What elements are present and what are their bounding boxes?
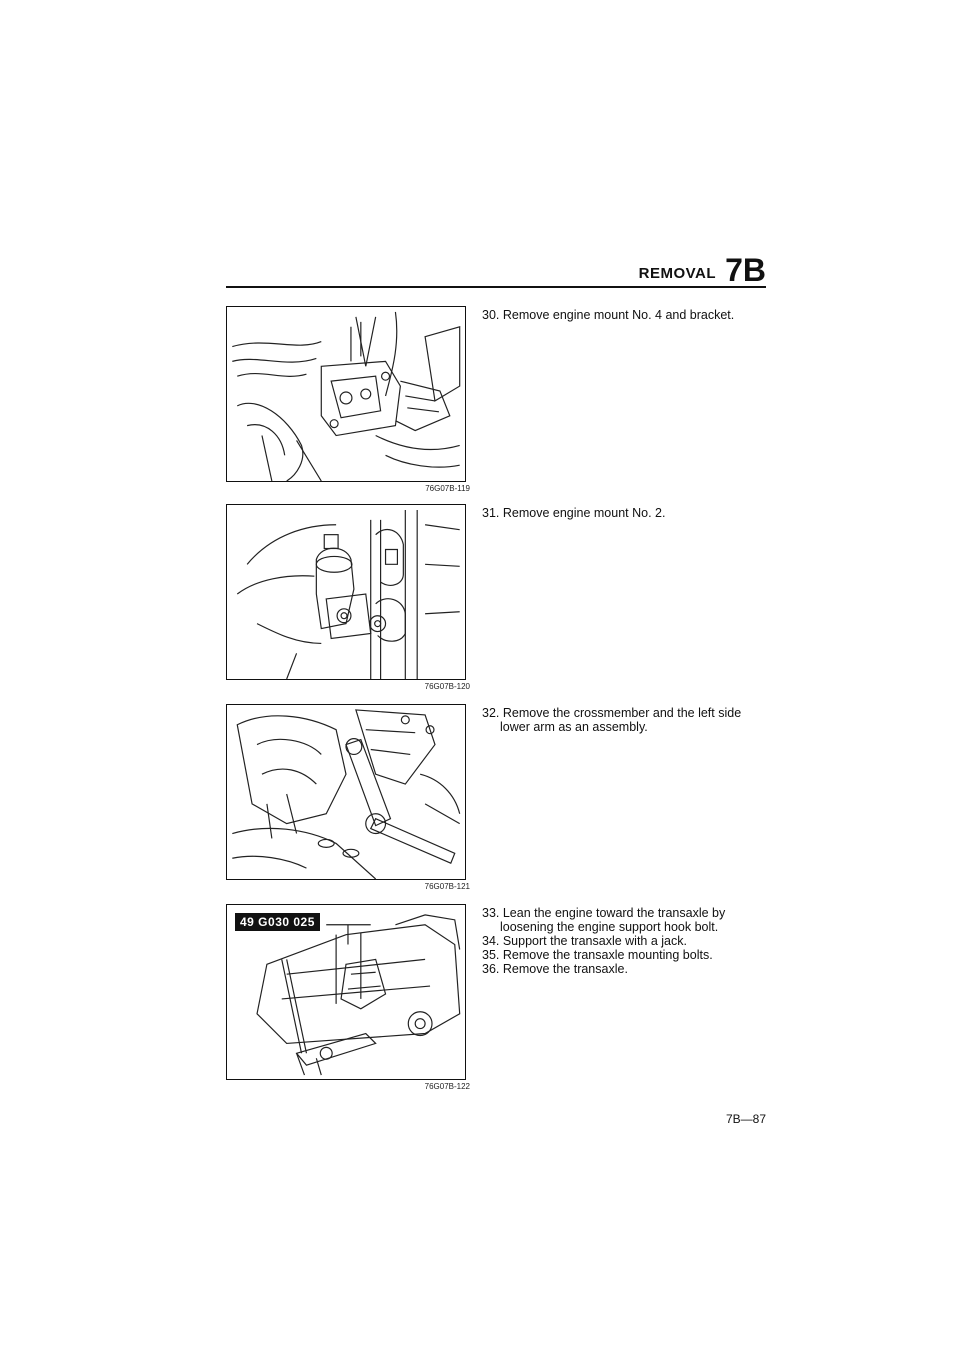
figure-engine-mount-4 <box>226 306 466 482</box>
header-section-number: 7B <box>725 252 766 288</box>
figure-caption: 76G07B-121 <box>424 882 470 891</box>
figure-caption: 76G07B-119 <box>425 484 470 493</box>
step-31: 31. Remove engine mount No. 2. <box>482 506 772 520</box>
step-33-text: 33. Lean the engine toward the transaxle… <box>482 906 726 934</box>
transaxle-support-illustration <box>256 914 461 1076</box>
special-tool-number-label: 49 G030 025 <box>235 913 320 931</box>
step-32: 32. Remove the crossmember and the left … <box>482 706 772 734</box>
page-number: 7B—87 <box>725 1112 766 1126</box>
figure-engine-mount-2 <box>226 504 466 680</box>
page-header: REMOVAL 7B <box>226 250 766 288</box>
header-title: REMOVAL <box>638 265 716 282</box>
step-35-text: 35. Remove the transaxle mounting bolts. <box>482 948 713 962</box>
step-text: 32. Remove the crossmember and the left … <box>482 706 742 734</box>
crossmember-illustration <box>232 709 461 879</box>
steps-33-36: 33. Lean the engine toward the transaxle… <box>482 906 772 976</box>
figure-caption: 76G07B-120 <box>424 682 470 691</box>
step-text: 31. Remove engine mount No. 2. <box>482 506 666 520</box>
step-34-text: 34. Support the transaxle with a jack. <box>482 934 687 948</box>
engine-mount-4-illustration <box>232 311 461 481</box>
figure-crossmember <box>226 704 466 880</box>
step-36-text: 36. Remove the transaxle. <box>482 962 628 976</box>
figure-caption: 76G07B-122 <box>424 1082 470 1091</box>
step-text: 30. Remove engine mount No. 4 and bracke… <box>482 308 735 322</box>
engine-mount-2-illustration <box>236 509 460 679</box>
figure-transaxle-support: 49 G030 025 <box>226 904 466 1080</box>
step-30: 30. Remove engine mount No. 4 and bracke… <box>482 308 772 322</box>
